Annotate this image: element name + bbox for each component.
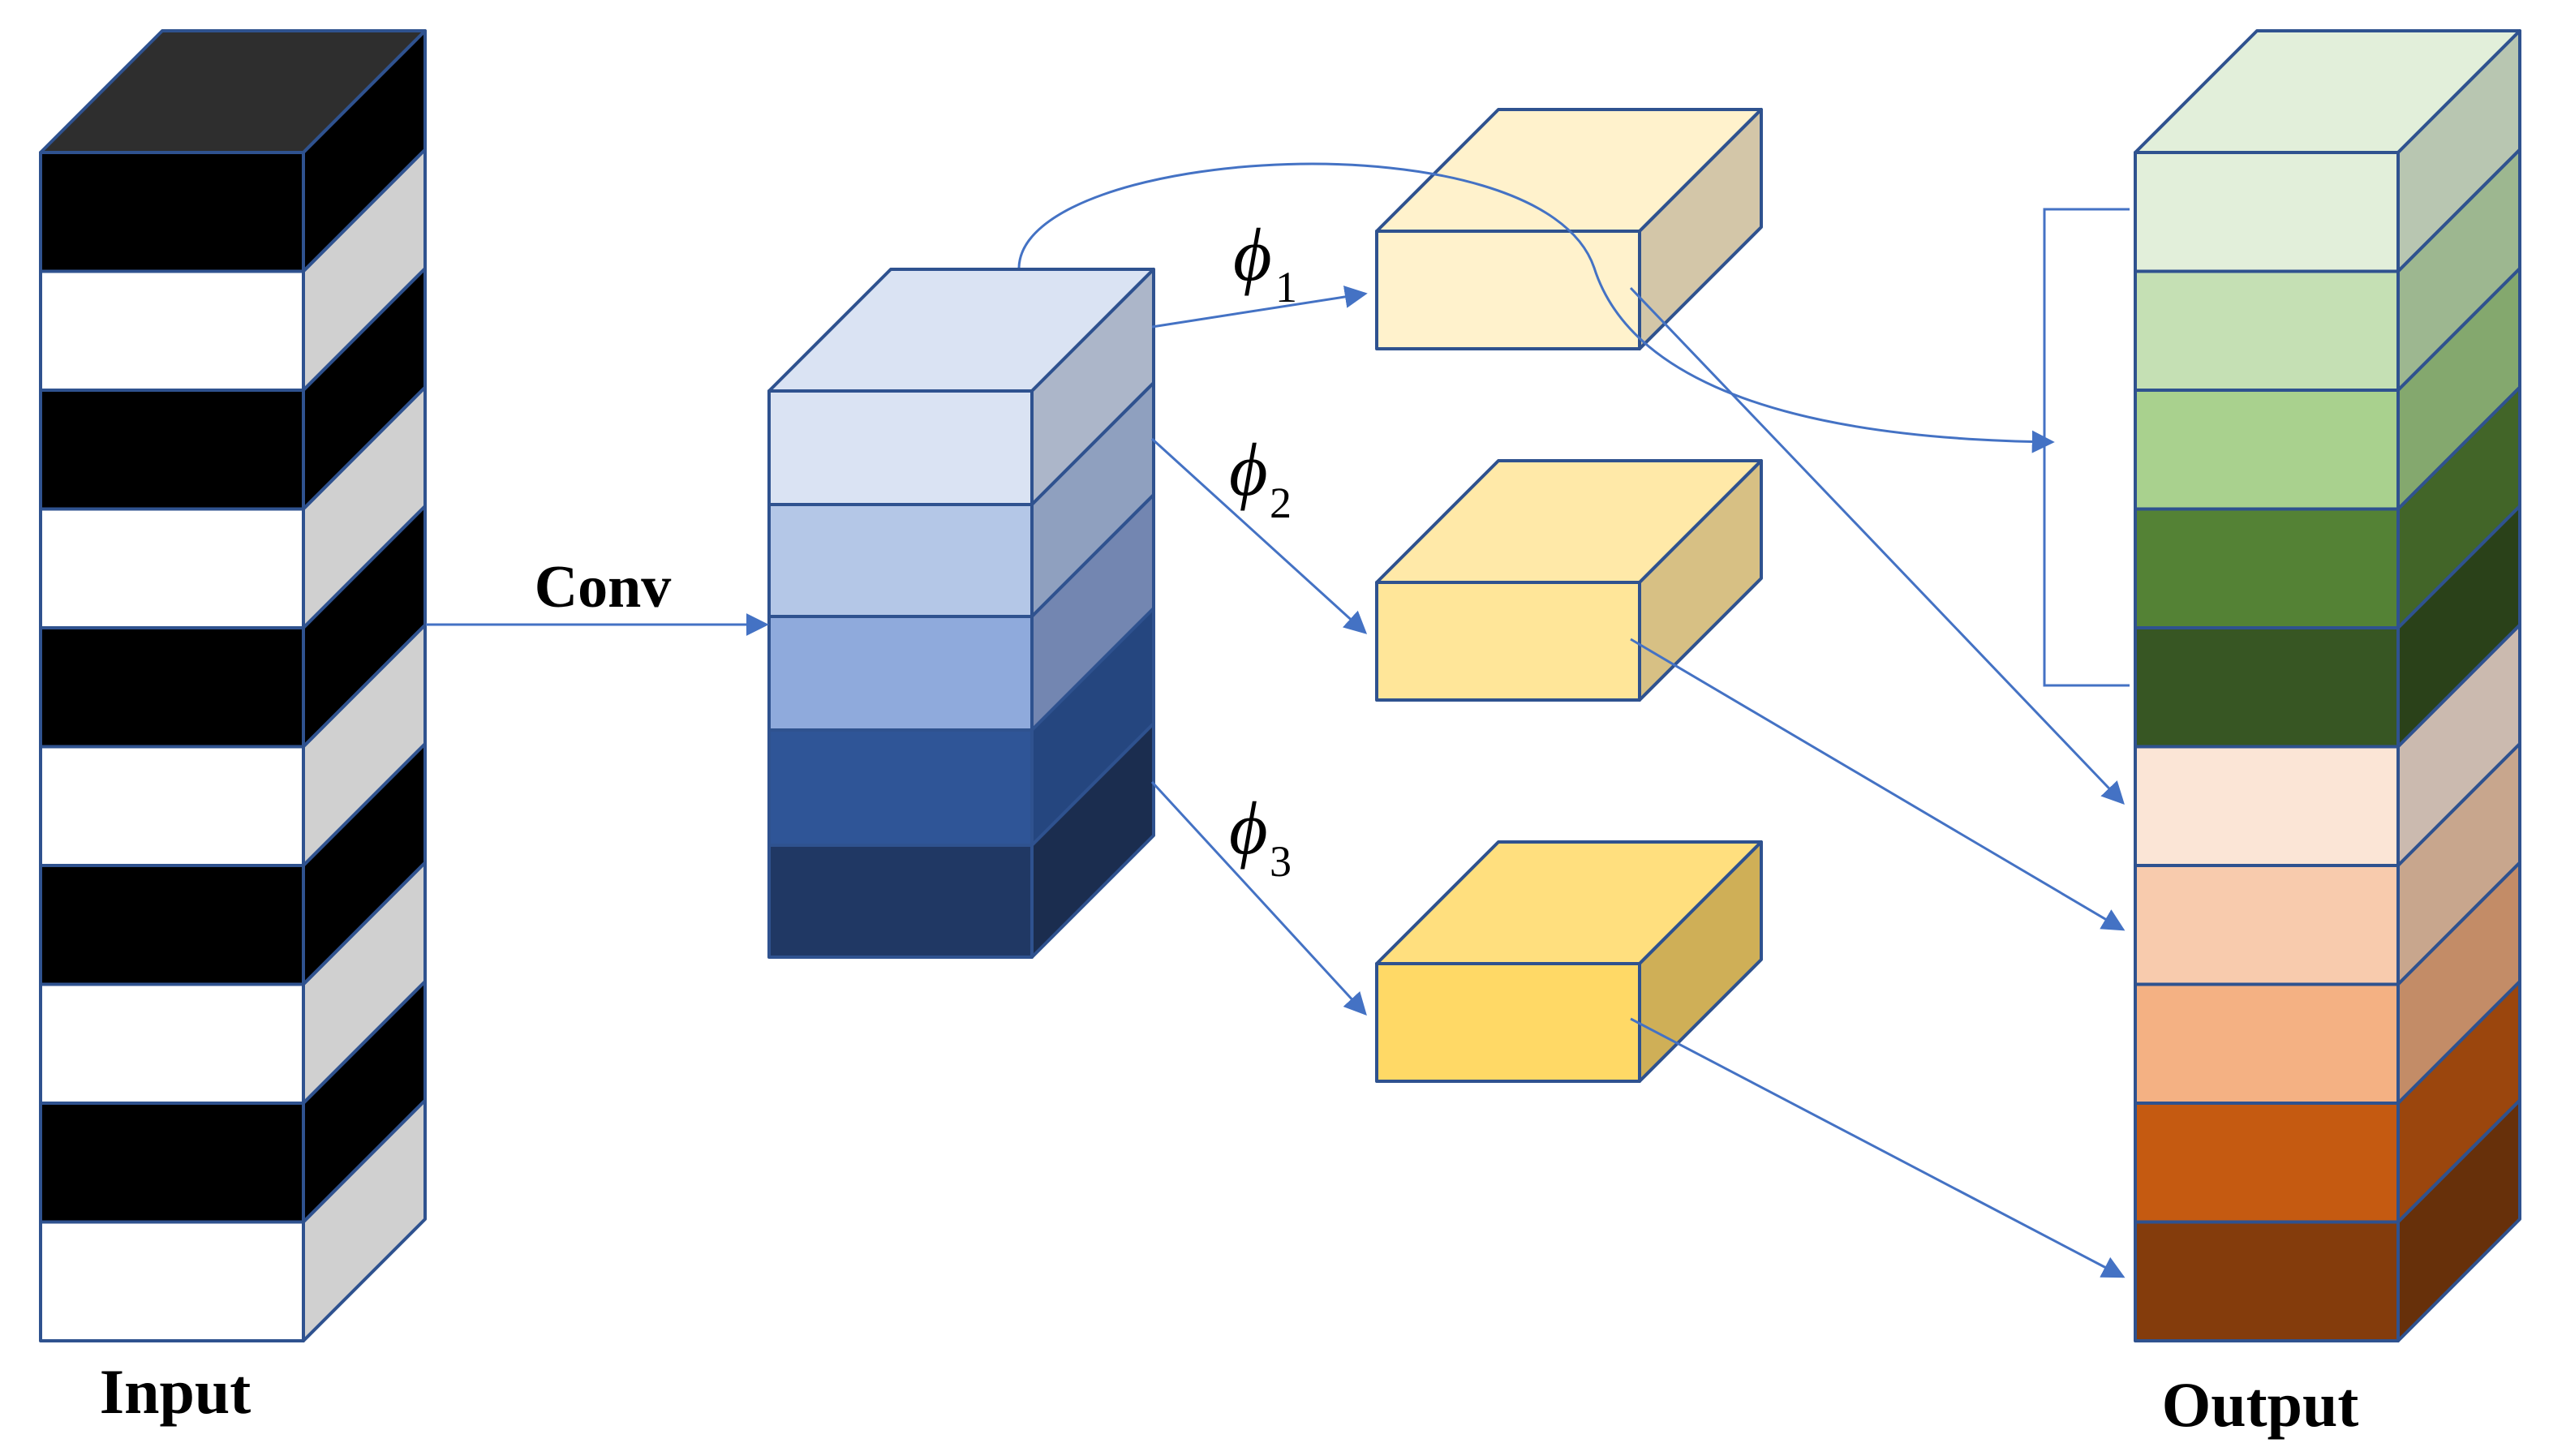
input-front-layer-9	[39, 1102, 305, 1224]
conv-front-layer-1	[767, 389, 1034, 506]
output-front-layer-1	[2134, 151, 2400, 273]
phi-2-arrow	[1150, 437, 1368, 634]
phi-3-front-layer-1	[1375, 962, 1641, 1083]
output-side-layer-10	[2396, 1098, 2521, 1342]
conv-feature-stack	[767, 268, 1155, 959]
phi-3-side-layer-1	[1638, 840, 1763, 1083]
input-stack	[39, 29, 427, 1342]
conv-side-layer-5	[1030, 722, 1155, 959]
output-front-layer-8	[2134, 982, 2400, 1105]
phi-2-to-output-arrow	[1630, 638, 2126, 931]
phi-3-arrow	[1150, 780, 1367, 1016]
phi-2-feature-block	[1375, 459, 1763, 702]
phi-1-arrow	[1151, 286, 1368, 329]
input-front-layer-8	[39, 982, 305, 1105]
input-front-layer-6	[39, 745, 305, 867]
output-front-layer-10	[2134, 1220, 2400, 1342]
input-front-layer-5	[39, 626, 305, 749]
phi-2-symbol: ϕ	[1229, 428, 1268, 511]
phi-2-side-layer-1	[1638, 459, 1763, 702]
phi-1-symbol: ϕ	[1233, 213, 1272, 296]
input-front-layer-7	[39, 864, 305, 986]
phi-2-label: ϕ 2	[1229, 428, 1292, 527]
phi-3-label: ϕ 3	[1229, 787, 1292, 886]
conv-label: Conv	[535, 554, 672, 621]
phi-1-label: ϕ 1	[1233, 213, 1297, 311]
input-front-layer-10	[39, 1220, 305, 1342]
input-front-layer-4	[39, 507, 305, 629]
input-label: Input	[100, 1356, 251, 1427]
output-front-layer-6	[2134, 745, 2400, 867]
phi-2-subscript: 2	[1270, 479, 1292, 527]
phi-1-front-layer-1	[1375, 230, 1641, 350]
phi-1-subscript: 1	[1275, 263, 1297, 311]
output-label: Output	[2162, 1369, 2359, 1440]
conv-front-layer-5	[767, 844, 1034, 959]
phi-3-feature-block	[1375, 840, 1763, 1083]
skip-connection-arrow	[1017, 162, 2055, 453]
input-side-layer-10	[302, 1098, 427, 1342]
output-front-layer-3	[2134, 389, 2400, 511]
phi-1-feature-block	[1375, 108, 1763, 350]
output-stack	[2134, 29, 2521, 1342]
input-front-layer-1	[39, 151, 305, 273]
output-front-layer-7	[2134, 864, 2400, 986]
phi-1-side-layer-1	[1638, 108, 1763, 350]
phi-3-subscript: 3	[1270, 837, 1292, 886]
conv-front-layer-2	[767, 503, 1034, 618]
output-front-layer-4	[2134, 507, 2400, 629]
output-front-layer-9	[2134, 1102, 2400, 1224]
phi-3-to-output-arrow	[1630, 1017, 2126, 1278]
phi-2-front-layer-1	[1375, 581, 1641, 702]
phi-3-symbol: ϕ	[1229, 787, 1268, 870]
conv-front-layer-4	[767, 728, 1034, 847]
input-front-layer-2	[39, 269, 305, 392]
conv-front-layer-3	[767, 615, 1034, 732]
input-front-layer-3	[39, 389, 305, 511]
output-front-layer-2	[2134, 269, 2400, 392]
output-group-bracket	[2043, 208, 2130, 687]
output-front-layer-5	[2134, 626, 2400, 749]
phi-1-to-output-arrow	[1629, 286, 2125, 805]
